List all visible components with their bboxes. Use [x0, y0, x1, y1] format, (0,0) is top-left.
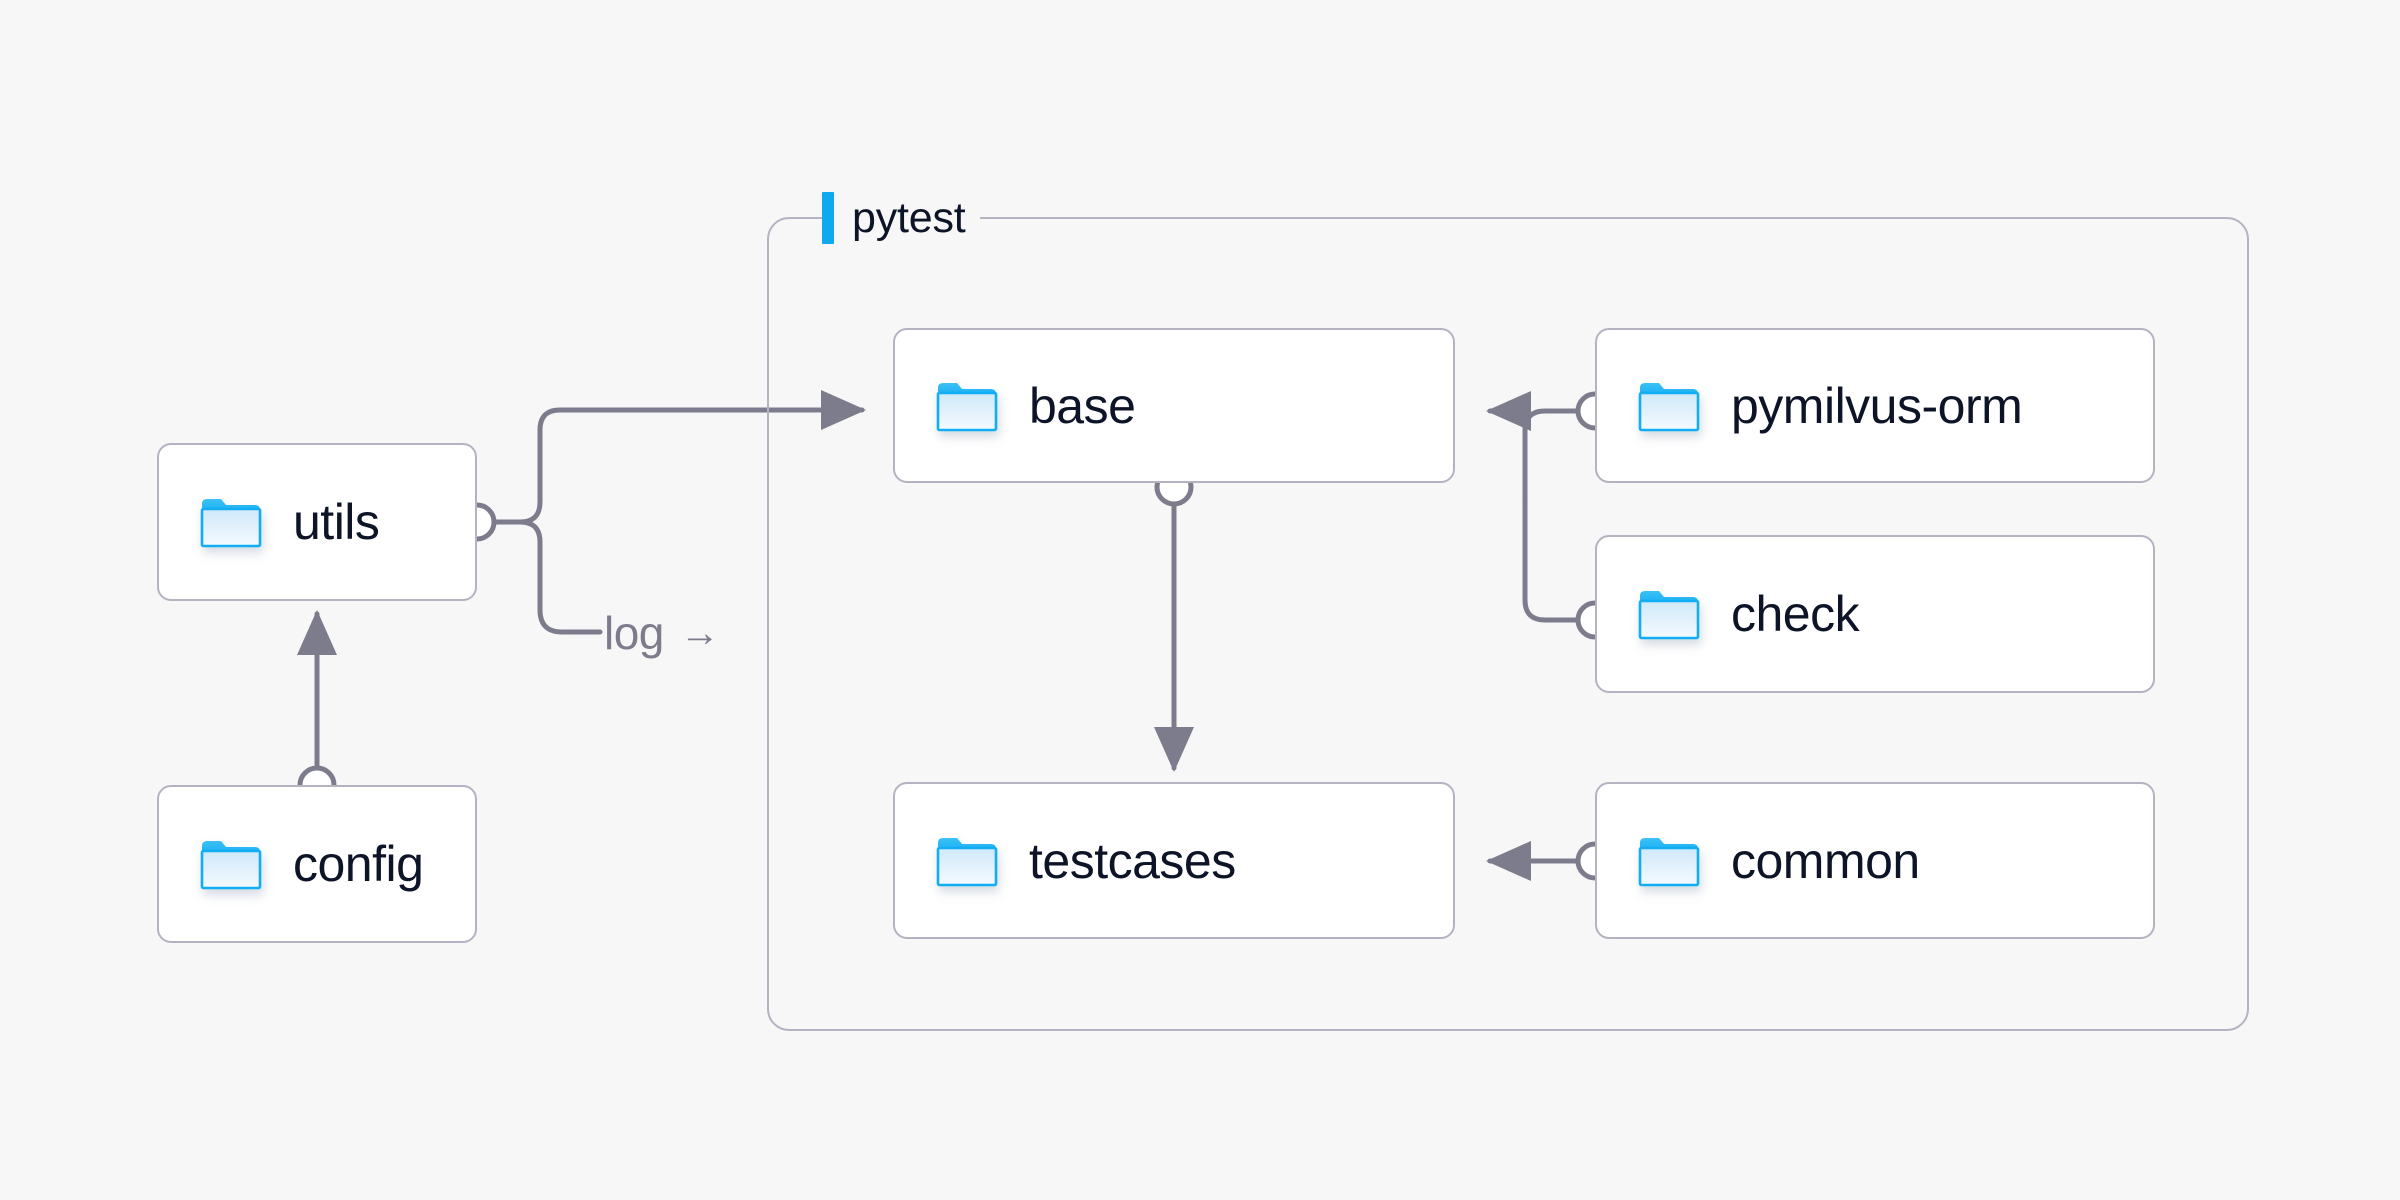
node-label: config [293, 836, 424, 892]
group-label-text: pytest [852, 193, 966, 242]
edge-label-log-text: log [604, 607, 664, 659]
node-check[interactable]: check [1595, 535, 2155, 693]
node-base[interactable]: base [893, 328, 1455, 483]
node-label: common [1731, 832, 1920, 889]
edge-utils-to-log [484, 519, 603, 635]
folder-icon [1638, 837, 1700, 886]
arrow-right-icon: → [679, 611, 720, 655]
group-accent-bar [822, 192, 834, 244]
node-label: base [1029, 377, 1136, 434]
folder-icon [936, 382, 998, 431]
node-label: check [1731, 586, 1860, 642]
node-testcases[interactable]: testcases [893, 782, 1455, 939]
node-pymilvus-orm[interactable]: pymilvus-orm [1595, 328, 2155, 483]
group-container-pytest[interactable] [767, 217, 2249, 1031]
folder-icon [936, 837, 998, 886]
node-utils[interactable]: utils [157, 443, 477, 601]
folder-icon [1638, 591, 1700, 640]
folder-icon [200, 499, 262, 548]
folder-icon [200, 841, 262, 890]
node-label: utils [293, 494, 380, 550]
node-label: testcases [1029, 832, 1236, 889]
folder-icon [1638, 382, 1700, 431]
node-common[interactable]: common [1595, 782, 2155, 939]
node-label: pymilvus-orm [1731, 377, 2023, 434]
edge-label-log: log → [604, 606, 720, 660]
node-config[interactable]: config [157, 785, 477, 943]
group-label-pytest: pytest [822, 190, 980, 246]
